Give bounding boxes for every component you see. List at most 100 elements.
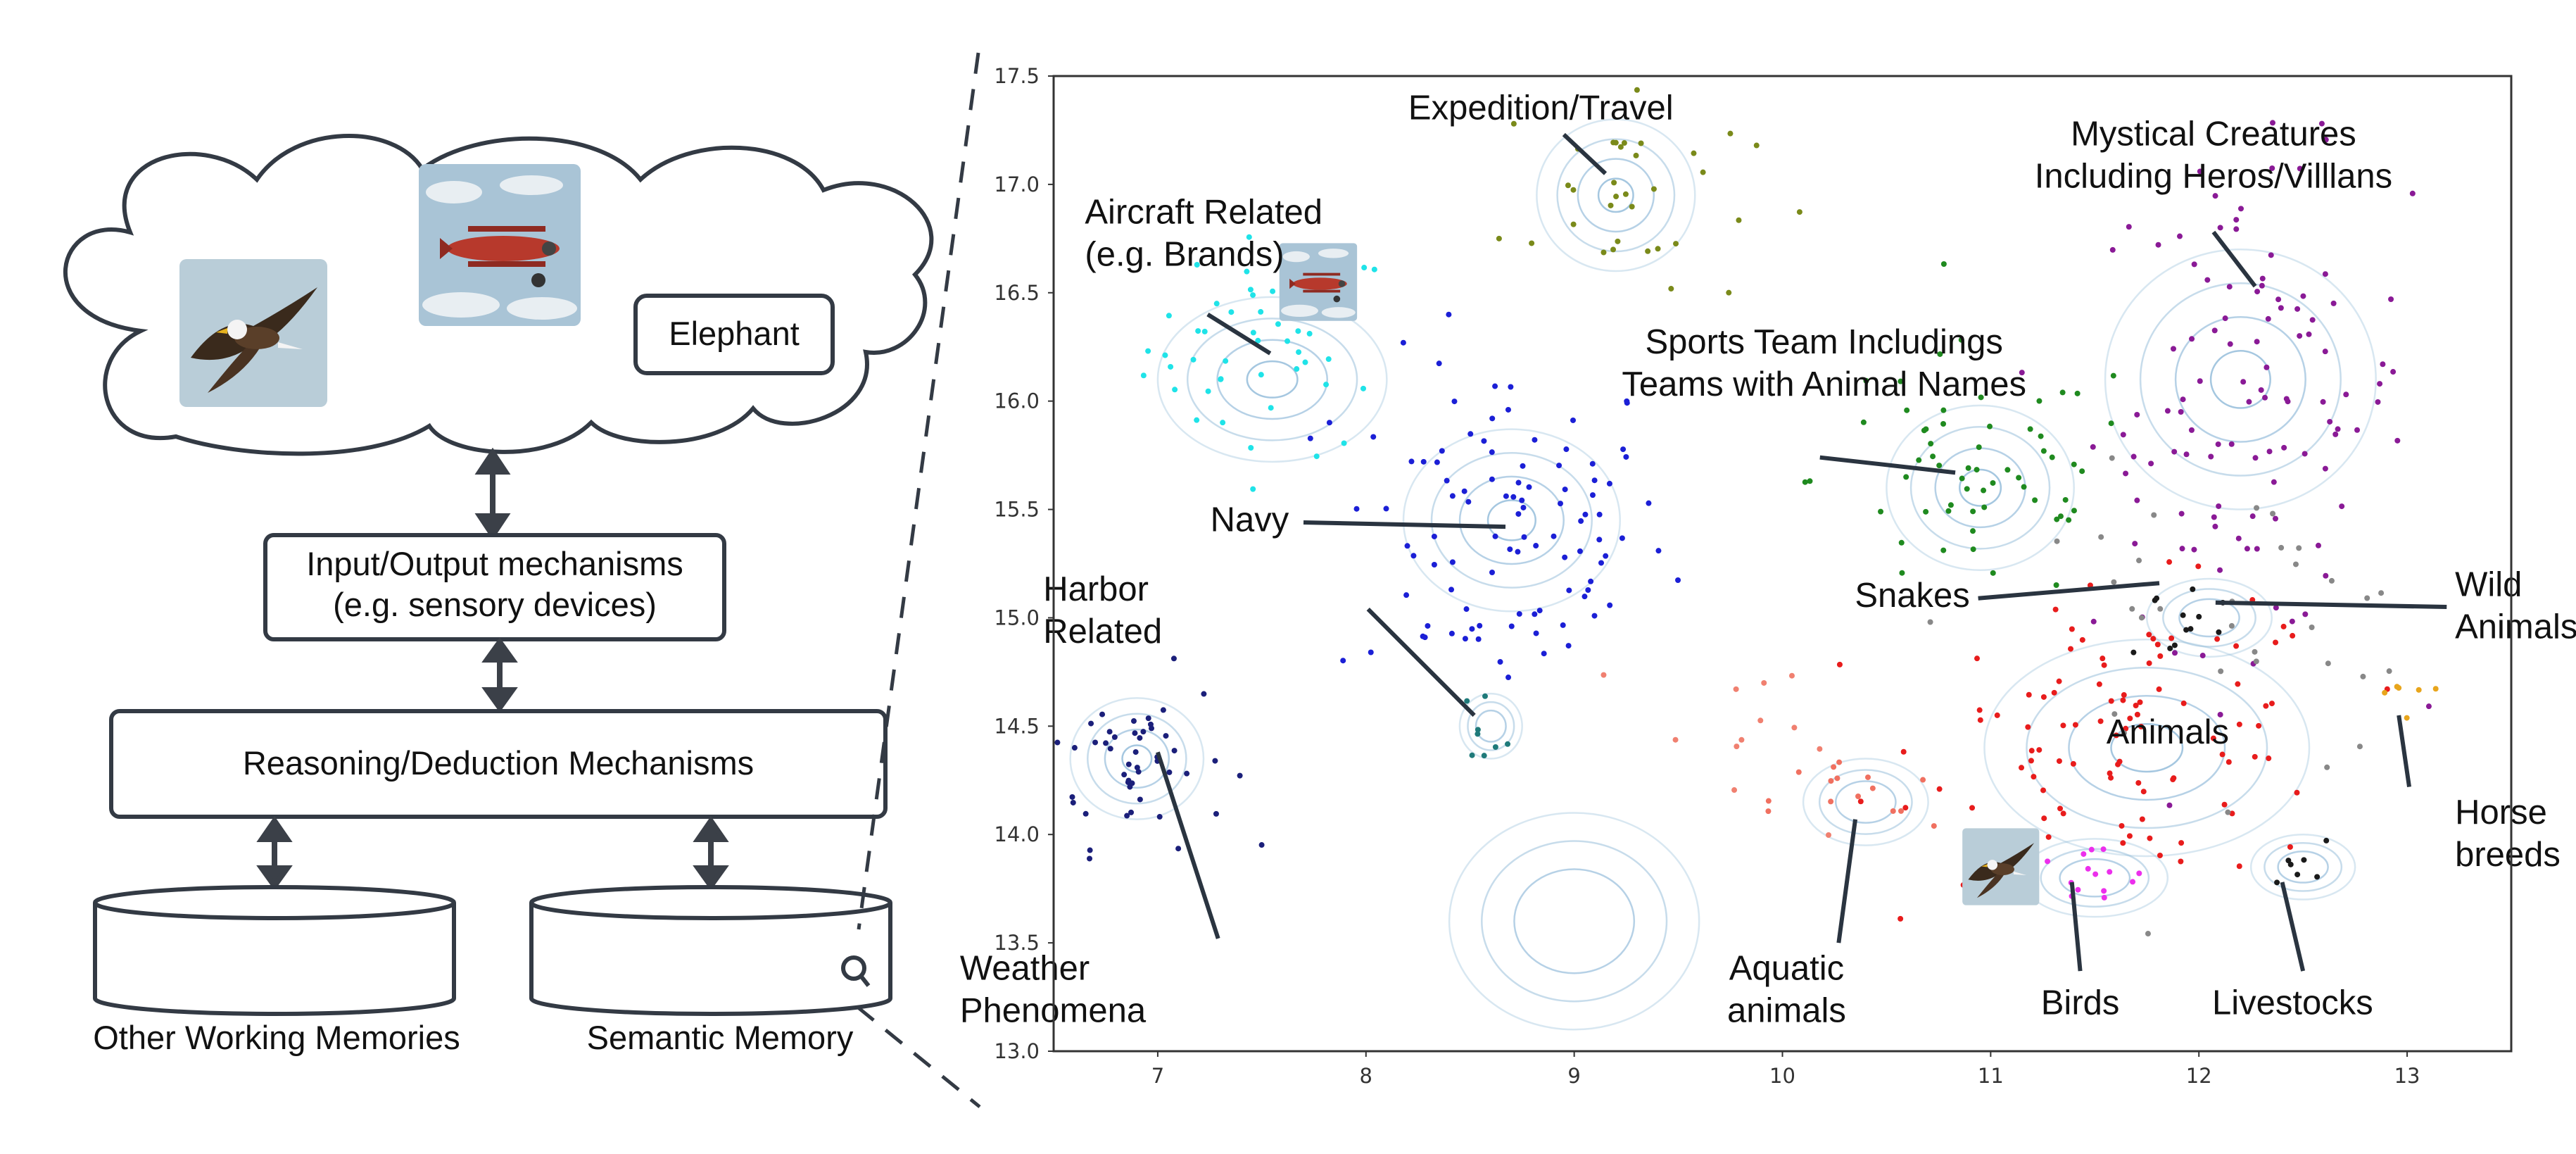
point-cluster-0 — [1258, 372, 1264, 378]
point-cluster-6 — [2156, 686, 2162, 692]
annotation-line-7 — [2215, 600, 2447, 610]
point-cluster-8 — [2145, 931, 2151, 937]
point-cluster-5 — [1987, 423, 1993, 429]
point-cluster-2 — [1145, 715, 1151, 722]
point-cluster-0 — [1194, 262, 1200, 268]
point-cluster-13 — [1836, 759, 1843, 765]
point-cluster-6 — [1977, 717, 1983, 723]
point-cluster-6 — [1857, 798, 1864, 805]
point-cluster-5 — [2036, 398, 2043, 404]
point-cluster-6 — [2294, 789, 2300, 796]
contour-9-level-0 — [1802, 758, 1929, 846]
point-cluster-1 — [1526, 484, 1532, 490]
point-cluster-6 — [2178, 858, 2184, 865]
contour-1-level-1 — [1430, 452, 1593, 589]
annotation-label-9-line-1: breeds — [2455, 836, 2561, 874]
point-cluster-0 — [1302, 359, 1308, 365]
point-cluster-6 — [2120, 697, 2126, 703]
point-cluster-4 — [2268, 252, 2274, 258]
point-cluster-0 — [1284, 338, 1291, 344]
point-cluster-2 — [1111, 734, 1118, 740]
point-cluster-1 — [1521, 534, 1527, 540]
reasoning-box — [109, 709, 888, 819]
cloud-to-io-arrow — [474, 447, 511, 541]
point-cluster-4 — [2300, 293, 2306, 299]
point-cluster-1 — [1422, 634, 1428, 641]
point-cluster-6 — [2060, 810, 2066, 817]
point-cluster-1 — [1467, 431, 1474, 437]
point-cluster-1 — [1508, 384, 1514, 390]
point-cluster-4 — [2330, 300, 2337, 306]
contour-3-level-3 — [1597, 177, 1634, 213]
contour-8-level-2 — [1513, 868, 1636, 974]
other-working-memories-cylinder — [93, 885, 456, 1016]
point-cluster-6 — [2028, 748, 2035, 754]
point-cluster-6 — [2134, 711, 2140, 717]
point-cluster-5 — [1936, 463, 1943, 469]
point-cluster-1 — [1519, 497, 1525, 503]
point-cluster-2 — [1103, 740, 1109, 746]
contour-12-level-1 — [2162, 588, 2256, 648]
point-cluster-6 — [2100, 656, 2106, 662]
point-cluster-13 — [1931, 823, 1937, 829]
point-cluster-1 — [1434, 459, 1440, 465]
point-cluster-2 — [1140, 729, 1147, 735]
point-cluster-6 — [2225, 759, 2232, 765]
annotation-label-0-line-0: Expedition/Travel — [1408, 89, 1674, 127]
point-cluster-6 — [2072, 722, 2078, 728]
point-cluster-3 — [1655, 246, 1661, 252]
point-cluster-6 — [2116, 758, 2123, 765]
point-cluster-1 — [1655, 548, 1662, 554]
semantic-memory-label: Semantic Memory — [587, 1019, 854, 1056]
point-cluster-0 — [1218, 376, 1224, 382]
point-cluster-1 — [1589, 460, 1596, 467]
point-cluster-6 — [2052, 606, 2059, 613]
point-cluster-0 — [1172, 387, 1178, 393]
point-cluster-12 — [2075, 886, 2081, 893]
point-cluster-6 — [1936, 786, 1943, 792]
point-cluster-13 — [1765, 808, 1772, 815]
point-cluster-13 — [1865, 774, 1871, 780]
point-cluster-4 — [2323, 137, 2329, 143]
point-cluster-2 — [1107, 746, 1113, 752]
point-cluster-3 — [1727, 130, 1734, 137]
point-cluster-6 — [2056, 678, 2062, 684]
point-cluster-1 — [1444, 477, 1450, 484]
annotation-line-2 — [1206, 313, 1272, 356]
point-cluster-6 — [2040, 787, 2047, 794]
point-cluster-4 — [2264, 364, 2270, 370]
point-cluster-8 — [2386, 668, 2392, 675]
point-cluster-5 — [1916, 457, 1922, 463]
point-cluster-0 — [1140, 372, 1147, 379]
point-cluster-5 — [1878, 508, 1884, 515]
point-cluster-11 — [2314, 874, 2321, 880]
point-cluster-2 — [1237, 772, 1243, 779]
point-cluster-6 — [2273, 639, 2279, 646]
point-cluster-6 — [2026, 691, 2032, 698]
point-cluster-2 — [1258, 842, 1265, 848]
point-cluster-3 — [1673, 241, 1679, 247]
other-working-memories-label: Other Working Memories — [93, 1019, 460, 1056]
point-cluster-1 — [1404, 543, 1410, 549]
point-cluster-3 — [1691, 150, 1697, 156]
contour-5-level-3 — [1959, 468, 2002, 507]
point-cluster-6 — [2028, 758, 2034, 764]
point-cluster-5 — [1981, 504, 1988, 510]
point-cluster-2 — [1069, 794, 1075, 800]
point-cluster-4 — [2215, 441, 2221, 447]
point-cluster-1 — [1551, 533, 1557, 539]
annotation-line-11 — [1836, 819, 1858, 943]
point-cluster-11 — [2287, 861, 2294, 867]
point-cluster-4 — [2275, 296, 2282, 303]
point-cluster-5 — [1947, 502, 1954, 508]
point-cluster-4 — [2244, 546, 2250, 552]
point-cluster-4 — [2271, 479, 2277, 485]
point-cluster-3 — [1570, 221, 1577, 227]
point-cluster-5 — [1981, 487, 1987, 494]
point-cluster-4 — [2377, 381, 2383, 387]
point-cluster-6 — [2146, 660, 2152, 666]
point-cluster-4 — [2259, 282, 2265, 289]
point-cluster-2 — [1212, 758, 1218, 764]
point-cluster-5 — [1923, 426, 1929, 432]
